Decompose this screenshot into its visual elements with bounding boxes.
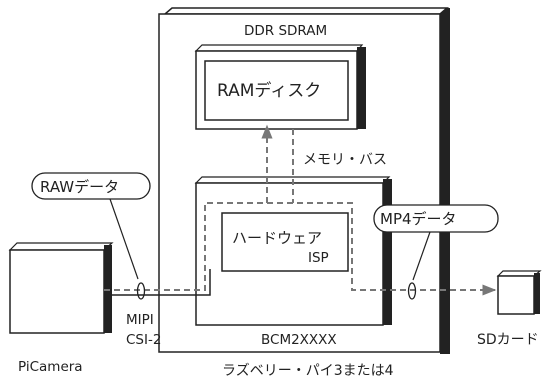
mp4-data-label: MP4データ bbox=[380, 210, 457, 228]
hardware-isp-label-line2: ISP bbox=[308, 250, 329, 266]
bcm-label: BCM2XXXX bbox=[261, 332, 337, 348]
sd-card-label: SDカード bbox=[477, 332, 539, 348]
ramdisk-label: RAMディスク bbox=[217, 80, 321, 101]
csi2-label: CSI-2 bbox=[126, 332, 161, 348]
memory-bus-label: メモリ・バス bbox=[303, 152, 387, 168]
mipi-label: MIPI bbox=[126, 312, 154, 328]
sd-card-box bbox=[498, 271, 540, 314]
board-label: ラズベリー・パイ3または4 bbox=[222, 363, 394, 379]
hardware-isp-label-line1: ハードウェア bbox=[232, 229, 322, 247]
picamera-box bbox=[10, 243, 112, 333]
ddr-sdram-label: DDR SDRAM bbox=[244, 23, 327, 39]
picamera-label: PiCamera bbox=[18, 359, 83, 375]
raw-data-label: RAWデータ bbox=[40, 178, 119, 196]
